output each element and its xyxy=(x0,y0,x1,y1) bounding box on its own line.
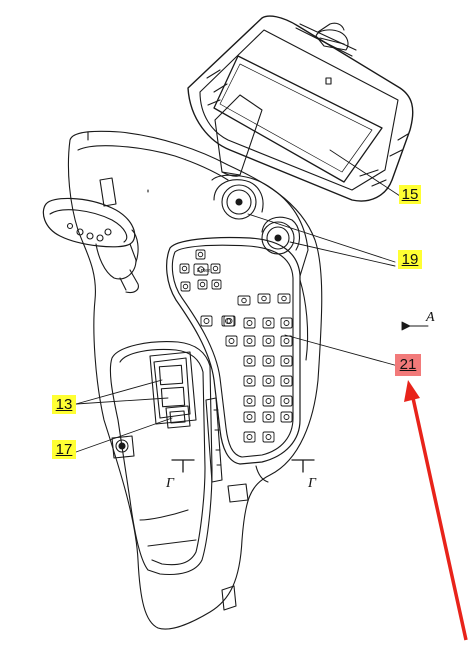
keypad-key-symbol xyxy=(181,265,188,272)
keypad-key-symbol xyxy=(283,398,290,404)
keypad-key-symbol xyxy=(228,338,235,344)
keypad-key xyxy=(243,317,256,329)
keypad-key-enter xyxy=(193,263,209,276)
keypad-key xyxy=(280,317,293,329)
callout-15: 15 xyxy=(399,185,421,204)
keypad-key xyxy=(243,395,256,407)
keypad-key xyxy=(262,355,275,367)
keypad-key xyxy=(200,315,213,327)
keypad-buttons xyxy=(179,249,293,443)
keypad-key-symbol xyxy=(246,434,253,440)
keypad-key xyxy=(277,293,291,304)
keypad-key-symbol xyxy=(246,320,253,326)
keypad-key xyxy=(180,281,191,292)
keypad-key-symbol xyxy=(283,338,290,344)
keypad-key-symbol xyxy=(246,338,253,344)
joystick xyxy=(42,177,139,294)
keypad-key xyxy=(195,249,206,260)
keypad-key-symbol xyxy=(246,378,253,384)
keypad-key xyxy=(262,375,275,387)
section-marker-right xyxy=(291,459,315,473)
callout-17: 17 xyxy=(52,440,76,459)
keypad-key xyxy=(262,335,275,347)
keypad-key-symbol xyxy=(261,295,267,302)
callout-13: 13 xyxy=(52,395,76,414)
keypad-key-symbol xyxy=(203,318,210,324)
keypad-key xyxy=(257,293,271,304)
keypad-key-symbol xyxy=(265,434,272,440)
keypad-key-symbol xyxy=(265,378,272,384)
callout-21: 21 xyxy=(395,354,421,376)
keypad-key xyxy=(197,279,208,290)
keypad-key xyxy=(237,295,251,306)
keypad-key-symbol xyxy=(212,265,219,272)
keypad-key xyxy=(243,355,256,367)
console-body-outline xyxy=(67,130,323,630)
keypad-key xyxy=(262,431,275,443)
keypad-key-symbol xyxy=(283,320,290,326)
monitor-mount-pillar xyxy=(214,94,263,176)
keypad-key-enter-symbol xyxy=(197,266,205,273)
keypad-key xyxy=(211,279,222,290)
view-label-a: A xyxy=(426,310,435,325)
keypad-key-symbol xyxy=(197,251,204,258)
keypad-key xyxy=(243,375,256,387)
keypad-key-symbol xyxy=(213,281,220,288)
lower-panel xyxy=(109,341,249,611)
keypad-key-symbol xyxy=(265,358,272,364)
keypad-key xyxy=(280,355,293,367)
keypad-key-symbol xyxy=(225,318,231,324)
leader-lines xyxy=(75,149,429,453)
section-label-left: Г xyxy=(166,476,174,491)
keypad-key-symbol xyxy=(246,358,253,364)
rotary-knob-upper xyxy=(213,179,264,220)
keypad-key-symbol xyxy=(246,398,253,404)
keypad-key xyxy=(262,317,275,329)
red-pointer-arrow xyxy=(404,380,468,641)
display-monitor xyxy=(187,15,414,202)
keypad-key xyxy=(243,335,256,347)
keypad-key xyxy=(280,411,293,423)
keypad-key xyxy=(179,263,190,274)
keypad-enter-label: Enter xyxy=(197,268,210,274)
keypad-key xyxy=(280,335,293,347)
keypad-key-symbol xyxy=(283,378,290,384)
monitor-screen xyxy=(213,55,383,183)
keypad-key xyxy=(280,375,293,387)
keypad-panel xyxy=(166,236,301,465)
callout-19: 19 xyxy=(398,250,422,269)
keypad-key-symbol xyxy=(241,297,247,304)
keypad-key xyxy=(210,263,221,274)
keypad-key xyxy=(280,395,293,407)
keypad-key-symbol xyxy=(265,338,272,344)
keypad-key xyxy=(243,431,256,443)
keypad-key xyxy=(262,395,275,407)
keypad-key xyxy=(243,411,256,423)
keypad-key-symbol xyxy=(265,320,272,326)
keypad-key-symbol xyxy=(283,414,290,420)
keypad-key-symbol xyxy=(265,398,272,404)
keypad-key xyxy=(225,335,238,347)
console-body-inner xyxy=(77,145,229,181)
keypad-key-symbol xyxy=(182,283,189,290)
section-label-right: Г xyxy=(308,476,316,491)
keypad-key-symbol xyxy=(265,414,272,420)
keypad-key-symbol xyxy=(246,414,253,420)
keypad-key-symbol xyxy=(283,358,290,364)
keypad-key xyxy=(221,315,235,327)
rotary-knob-lower xyxy=(261,216,301,255)
keypad-key-symbol xyxy=(281,295,287,302)
section-marker-left xyxy=(171,459,195,473)
keypad-key-symbol xyxy=(199,281,206,288)
keypad-key xyxy=(262,411,275,423)
